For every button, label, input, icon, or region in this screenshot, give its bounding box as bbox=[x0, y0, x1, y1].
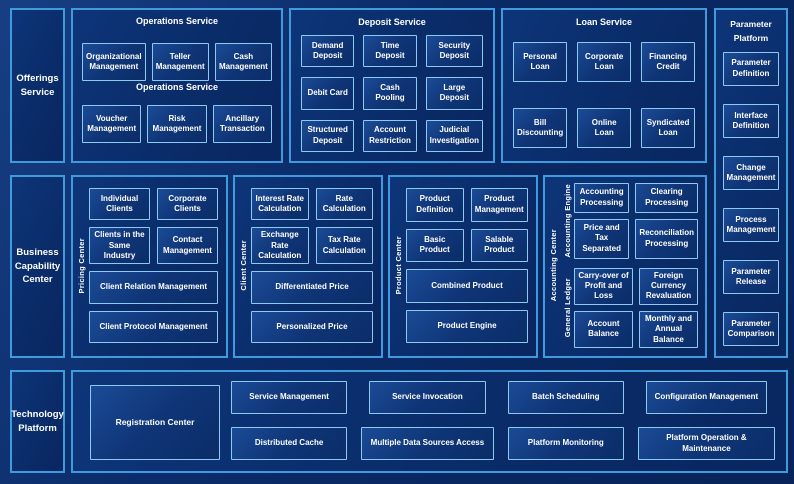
box-time-deposit: Time Deposit bbox=[363, 35, 417, 68]
box-ancillary-transaction: Ancillary Transaction bbox=[212, 105, 272, 143]
box-batch-scheduling: Batch Scheduling bbox=[507, 381, 624, 414]
box-configuration-management: Configuration Management bbox=[646, 381, 767, 414]
box-debit-card: Debit Card bbox=[301, 77, 355, 110]
box-exchange-rate-calculation: Exchange Rate Calculation bbox=[251, 227, 309, 265]
box-reconciliation-processing: Reconciliation Processing bbox=[635, 218, 698, 259]
operations-row-1: Organizational Management Teller Managem… bbox=[82, 43, 272, 81]
box-financing-credit: Financing Credit bbox=[641, 42, 695, 82]
parameter-platform-title: Parameter Platform bbox=[723, 17, 779, 46]
box-interest-rate-calculation: Interest Rate Calculation bbox=[251, 188, 309, 221]
box-voucher-management: Voucher Management bbox=[82, 105, 142, 143]
client-center-vlabel: Client Center bbox=[239, 240, 248, 291]
box-process-management: Process Management bbox=[723, 207, 779, 242]
box-parameter-comparison: Parameter Comparison bbox=[723, 311, 779, 346]
box-product-management: Product Management bbox=[470, 188, 528, 222]
box-account-restriction: Account Restriction bbox=[363, 119, 417, 152]
deposit-grid: Demand Deposit Time Deposit Security Dep… bbox=[301, 35, 483, 152]
tech-column-3: Batch Scheduling Platform Monitoring bbox=[507, 381, 624, 460]
box-account-balance: Account Balance bbox=[574, 310, 633, 348]
box-risk-management: Risk Management bbox=[147, 105, 207, 143]
box-product-definition: Product Definition bbox=[406, 188, 464, 222]
box-tax-rate-calculation: Tax Rate Calculation bbox=[315, 227, 373, 265]
box-cash-pooling: Cash Pooling bbox=[363, 77, 417, 110]
business-capability-center-label: Business Capability Center bbox=[10, 175, 65, 358]
box-carry-over-profit-loss: Carry-over of Profit and Loss bbox=[574, 267, 633, 305]
box-foreign-currency-revaluation: Foreign Currency Revaluation bbox=[639, 267, 698, 305]
box-accounting-processing: Accounting Processing bbox=[574, 183, 630, 213]
tech-column-1: Service Management Distributed Cache bbox=[231, 381, 348, 460]
box-security-deposit: Security Deposit bbox=[425, 35, 483, 68]
deposit-service-panel: Deposit Service Demand Deposit Time Depo… bbox=[289, 8, 495, 163]
box-platform-monitoring: Platform Monitoring bbox=[507, 427, 624, 460]
box-online-loan: Online Loan bbox=[577, 108, 632, 148]
box-syndicated-loan: Syndicated Loan bbox=[641, 108, 695, 148]
accounting-engine-group: Accounting Engine Accounting Processing … bbox=[560, 183, 698, 259]
box-corporate-loan: Corporate Loan bbox=[577, 42, 632, 82]
loan-grid: Personal Loan Corporate Loan Financing C… bbox=[513, 42, 695, 148]
box-individual-clients: Individual Clients bbox=[89, 188, 150, 221]
pricing-center-panel: Pricing Center Individual Clients Corpor… bbox=[71, 175, 228, 358]
box-organizational-management: Organizational Management bbox=[82, 43, 146, 81]
box-price-and-tax-separated: Price and Tax Separated bbox=[574, 218, 630, 259]
box-change-management: Change Management bbox=[723, 155, 779, 190]
box-judicial-investigation: Judicial Investigation bbox=[425, 119, 483, 152]
operations-service-subtitle: Operations Service bbox=[135, 82, 219, 92]
technology-platform-panel: Registration Center Service Management D… bbox=[71, 370, 788, 473]
box-distributed-cache: Distributed Cache bbox=[231, 427, 348, 460]
box-demand-deposit: Demand Deposit bbox=[301, 35, 355, 68]
box-parameter-definition: Parameter Definition bbox=[723, 51, 779, 86]
box-large-deposit: Large Deposit bbox=[425, 77, 483, 110]
box-teller-management: Teller Management bbox=[151, 43, 209, 81]
box-salable-product: Salable Product bbox=[470, 228, 528, 262]
operations-row-2: Voucher Management Risk Management Ancil… bbox=[82, 105, 272, 143]
accounting-center-panel: Accounting Center Accounting Engine Acco… bbox=[543, 175, 707, 358]
accounting-engine-vlabel: Accounting Engine bbox=[562, 184, 572, 258]
parameter-boxes: Parameter Definition Interface Definitio… bbox=[723, 51, 779, 346]
box-differentiated-price: Differentiated Price bbox=[251, 271, 373, 304]
box-basic-product: Basic Product bbox=[406, 228, 464, 262]
accounting-center-vlabel: Accounting Center bbox=[548, 229, 558, 302]
tech-column-2: Service Invocation Multiple Data Sources… bbox=[361, 381, 494, 460]
general-ledger-group: General Ledger Carry-over of Profit and … bbox=[560, 267, 698, 348]
box-registration-center: Registration Center bbox=[90, 385, 220, 460]
box-client-relation-management: Client Relation Management bbox=[89, 271, 218, 304]
general-ledger-vlabel: General Ledger bbox=[562, 278, 572, 338]
product-center-panel: Product Center Product Definition Produc… bbox=[388, 175, 538, 358]
operations-service-title: Operations Service bbox=[135, 16, 219, 26]
offerings-service-label: Offerings Service bbox=[10, 8, 65, 163]
box-client-protocol-management: Client Protocol Management bbox=[89, 310, 218, 344]
box-combined-product: Combined Product bbox=[406, 269, 528, 303]
box-clients-same-industry: Clients in the Same Industry bbox=[89, 227, 150, 265]
parameter-platform-panel: Parameter Platform Parameter Definition … bbox=[714, 8, 788, 358]
box-bill-discounting: Bill Discounting bbox=[513, 108, 568, 148]
box-personal-loan: Personal Loan bbox=[513, 42, 568, 82]
box-structured-deposit: Structured Deposit bbox=[301, 119, 355, 152]
pricing-center-vlabel: Pricing Center bbox=[77, 237, 86, 294]
box-corporate-clients: Corporate Clients bbox=[157, 188, 218, 221]
loan-service-panel: Loan Service Personal Loan Corporate Loa… bbox=[501, 8, 707, 163]
box-clearing-processing: Clearing Processing bbox=[635, 183, 698, 213]
box-parameter-release: Parameter Release bbox=[723, 259, 779, 294]
loan-service-title: Loan Service bbox=[575, 17, 633, 27]
product-center-vlabel: Product Center bbox=[394, 236, 403, 295]
box-service-management: Service Management bbox=[231, 381, 348, 414]
box-multiple-data-sources-access: Multiple Data Sources Access bbox=[361, 427, 494, 460]
box-personalized-price: Personalized Price bbox=[251, 310, 373, 344]
tech-column-4: Configuration Management Platform Operat… bbox=[637, 381, 775, 460]
box-product-engine: Product Engine bbox=[406, 309, 528, 343]
technology-platform-label: Technology Platform bbox=[10, 370, 65, 473]
box-platform-operation-maintenance: Platform Operation & Maintenance bbox=[637, 427, 775, 460]
deposit-service-title: Deposit Service bbox=[358, 17, 426, 27]
box-rate-calculation: Rate Calculation bbox=[315, 188, 373, 221]
box-service-invocation: Service Invocation bbox=[369, 381, 486, 414]
box-cash-management: Cash Management bbox=[214, 43, 272, 81]
box-contact-management: Contact Management bbox=[157, 227, 218, 265]
technology-columns: Service Management Distributed Cache Ser… bbox=[231, 381, 775, 460]
box-interface-definition: Interface Definition bbox=[723, 103, 779, 138]
box-monthly-annual-balance: Monthly and Annual Balance bbox=[639, 310, 698, 348]
parameter-platform-title-line1: Parameter bbox=[730, 19, 772, 29]
operations-service-panel: Operations Service Organizational Manage… bbox=[71, 8, 283, 163]
client-center-panel: Client Center Interest Rate Calculation … bbox=[233, 175, 383, 358]
parameter-platform-title-line2: Platform bbox=[733, 33, 769, 44]
